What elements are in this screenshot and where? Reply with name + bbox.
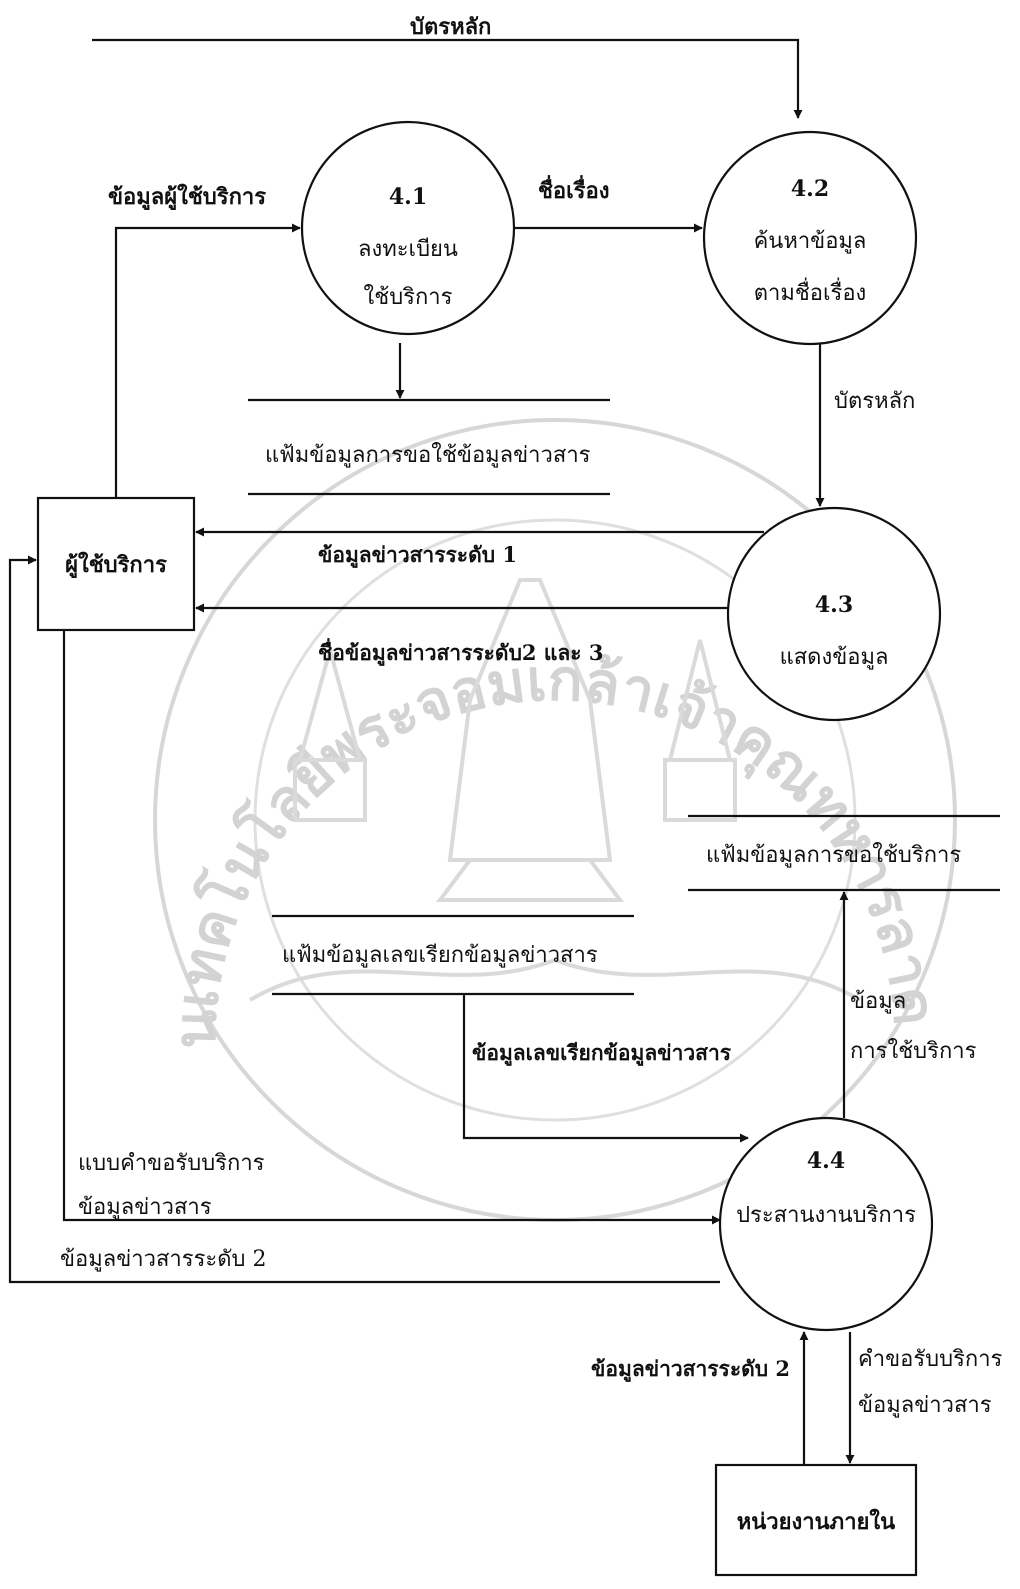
store-request-info-label: แฟ้มข้อมูลการขอใช้ข้อมูลข่าวสาร — [265, 442, 591, 468]
process-4-3: 4.3 แสดงข้อมูล — [726, 506, 942, 722]
flow-call-number-info: ข้อมูลเลขเรียกข้อมูลข่าวสาร — [462, 994, 749, 1143]
flow-main-card-top-label: บัตรหลัก — [410, 14, 491, 40]
flow-main-card-label: บัตรหลัก — [834, 389, 915, 414]
flow-names-level23-label: ชื่อข้อมูลข่าวสารระดับ2 และ 3 — [318, 637, 603, 667]
flow-user-info-label: ข้อมูลผู้ใช้บริการ — [108, 183, 266, 211]
process-4-1-label-line1: ลงทะเบียน — [358, 237, 458, 262]
flow-title: ชื่อเรื่อง — [514, 174, 703, 233]
process-4-3-id: 4.3 — [815, 592, 853, 618]
process-4-4-id: 4.4 — [807, 1148, 845, 1174]
process-4-3-label-line1: แสดงข้อมูล — [780, 645, 889, 670]
entity-user-label: ผู้ใช้บริการ — [65, 551, 167, 579]
entity-internal-unit: หน่วยงานภายใน — [714, 1463, 918, 1577]
flow-names-level23: ชื่อข้อมูลข่าวสารระดับ2 และ 3 — [195, 603, 728, 667]
flow-main-card-top: บัตรหลัก — [92, 14, 803, 119]
entity-user: ผู้ใช้บริการ — [36, 496, 196, 632]
process-4-4-label-line1: ประสานงานบริการ — [736, 1203, 916, 1228]
store-service-request-label: แฟ้มข้อมูลการขอใช้บริการ — [706, 842, 961, 868]
flow-call-number-info-label: ข้อมูลเลขเรียกข้อมูลข่าวสาร — [472, 1040, 732, 1067]
process-4-1-id: 4.1 — [389, 184, 427, 210]
entity-internal-unit-label: หน่วยงานภายใน — [737, 1508, 895, 1535]
flow-info-level2-bottom: ข้อมูลข่าวสารระดับ 2 — [591, 1331, 809, 1465]
flow-info-level1-label: ข้อมูลข่าวสารระดับ 1 — [318, 542, 517, 569]
flow-request-form-label-line1: แบบคำขอรับบริการ — [78, 1151, 265, 1176]
flow-request-bottom-label-line1: คำขอรับบริการ — [858, 1347, 1003, 1372]
flow-request-bottom-label-line2: ข้อมูลข่าวสาร — [858, 1393, 992, 1418]
flow-user-info: ข้อมูลผู้ใช้บริการ — [108, 183, 301, 498]
process-4-2: 4.2 ค้นหาข้อมูล ตามชื่อเรื่อง — [702, 130, 918, 346]
store-request-info: แฟ้มข้อมูลการขอใช้ข้อมูลข่าวสาร — [248, 398, 610, 496]
flow-info-level2-left-label: ข้อมูลข่าวสารระดับ 2 — [60, 1247, 266, 1272]
store-call-number-label: แฟ้มข้อมูลเลขเรียกข้อมูลข่าวสาร — [282, 943, 598, 968]
flow-info-level2-left: ข้อมูลข่าวสารระดับ 2 — [8, 555, 720, 1284]
store-call-number: แฟ้มข้อมูลเลขเรียกข้อมูลข่าวสาร — [272, 914, 634, 996]
process-4-2-label-line2: ตามชื่อเรื่อง — [754, 277, 867, 306]
flow-request-form-label-line2: ข้อมูลข่าวสาร — [78, 1195, 212, 1220]
flow-title-label: ชื่อเรื่อง — [538, 174, 609, 204]
store-service-request: แฟ้มข้อมูลการขอใช้บริการ — [688, 814, 1000, 892]
flow-service-usage: ข้อมูล การใช้บริการ — [839, 891, 977, 1118]
flow-service-usage-label-line2: การใช้บริการ — [850, 1038, 977, 1064]
process-4-2-id: 4.2 — [791, 176, 829, 202]
flow-info-level1: ข้อมูลข่าวสารระดับ 1 — [195, 527, 764, 569]
watermark-emblem-icon — [248, 578, 862, 1002]
process-4-4: 4.4 ประสานงานบริการ — [718, 1116, 934, 1332]
process-4-1-label-line2: ใช้บริการ — [364, 284, 453, 310]
flow-request-bottom: คำขอรับบริการ ข้อมูลข่าวสาร — [845, 1332, 1003, 1464]
flow-info-level2-bottom-label: ข้อมูลข่าวสารระดับ 2 — [591, 1356, 790, 1383]
flow-service-usage-label-line1: ข้อมูล — [850, 989, 906, 1014]
flow-main-card: บัตรหลัก — [815, 344, 915, 507]
process-4-1: 4.1 ลงทะเบียน ใช้บริการ — [300, 120, 516, 336]
flow-request-form: แบบคำขอรับบริการ ข้อมูลข่าวสาร — [62, 630, 721, 1225]
process-4-2-label-line1: ค้นหาข้อมูล — [754, 229, 867, 254]
